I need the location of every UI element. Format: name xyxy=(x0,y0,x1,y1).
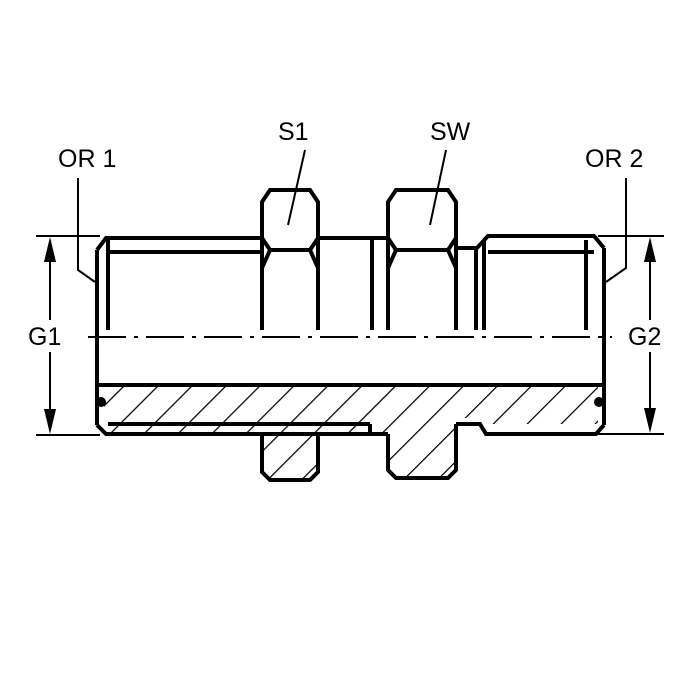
o-ring-right xyxy=(594,397,604,407)
dimension-g2 xyxy=(598,235,664,435)
fitting-body xyxy=(95,188,606,482)
label-g2: G2 xyxy=(628,323,661,351)
leader-lines xyxy=(77,149,627,283)
label-or2: OR 2 xyxy=(585,145,643,173)
label-or1: OR 1 xyxy=(58,145,116,173)
label-s1: S1 xyxy=(278,118,309,146)
label-sw: SW xyxy=(430,118,471,146)
o-ring-left xyxy=(96,397,106,407)
dimension-g1 xyxy=(36,235,100,436)
label-g1: G1 xyxy=(28,323,61,351)
